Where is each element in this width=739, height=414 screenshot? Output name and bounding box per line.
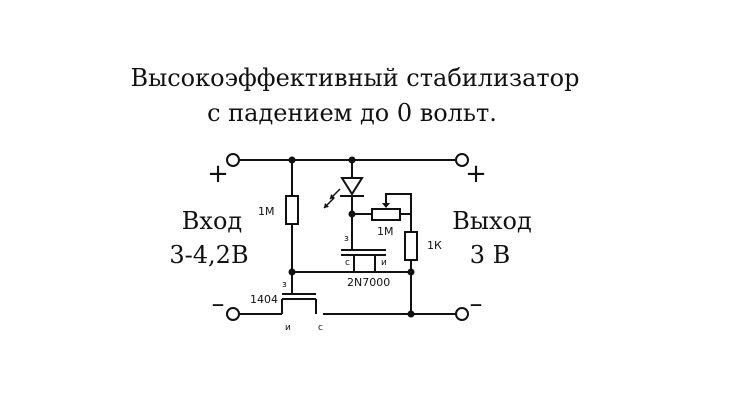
input-voltage: 3-4,2В bbox=[169, 241, 248, 269]
output-plus-sign: + bbox=[465, 159, 487, 189]
input-minus-sign: – bbox=[212, 289, 225, 319]
control-drain-pin: с bbox=[345, 258, 350, 268]
load-resistor: 1К bbox=[404, 214, 442, 314]
wiper-arrow-icon bbox=[382, 203, 390, 208]
gate-resistor: 1М bbox=[258, 160, 299, 276]
control-transistor: з с и 2N7000 bbox=[341, 234, 390, 289]
control-gate-pin: з bbox=[344, 234, 349, 244]
gate-resistor-label: 1М bbox=[258, 205, 275, 218]
output-voltage: 3 В bbox=[470, 241, 511, 269]
main-source-pin: и bbox=[285, 323, 291, 333]
output-plus-terminal bbox=[455, 153, 469, 167]
bottom-rail bbox=[226, 307, 469, 321]
trimmer-resistor-label: 1М bbox=[377, 225, 394, 238]
input-minus-terminal bbox=[226, 307, 240, 321]
input-plus-sign: + bbox=[207, 159, 229, 189]
control-transistor-label: 2N7000 bbox=[347, 276, 390, 289]
trimmer-resistor: 1М bbox=[352, 193, 412, 238]
top-rail bbox=[226, 153, 469, 167]
main-transistor: з 1404 и с bbox=[250, 272, 323, 333]
input-plus-terminal bbox=[226, 153, 240, 167]
title-line-2: с падением до 0 вольт. bbox=[207, 99, 497, 127]
main-transistor-label: 1404 bbox=[250, 293, 278, 306]
input-label: Вход bbox=[182, 207, 242, 235]
main-drain-pin: с bbox=[318, 323, 323, 333]
output-label: Выход bbox=[452, 207, 532, 235]
title-line-1: Высокоэффективный стабилизатор bbox=[130, 64, 579, 92]
junction-dot bbox=[407, 268, 415, 276]
led bbox=[323, 160, 364, 250]
output-minus-terminal bbox=[455, 307, 469, 321]
load-resistor-label: 1К bbox=[427, 239, 442, 252]
main-gate-pin: з bbox=[282, 280, 287, 290]
output-minus-sign: – bbox=[470, 289, 483, 319]
control-source-pin: и bbox=[381, 258, 387, 268]
